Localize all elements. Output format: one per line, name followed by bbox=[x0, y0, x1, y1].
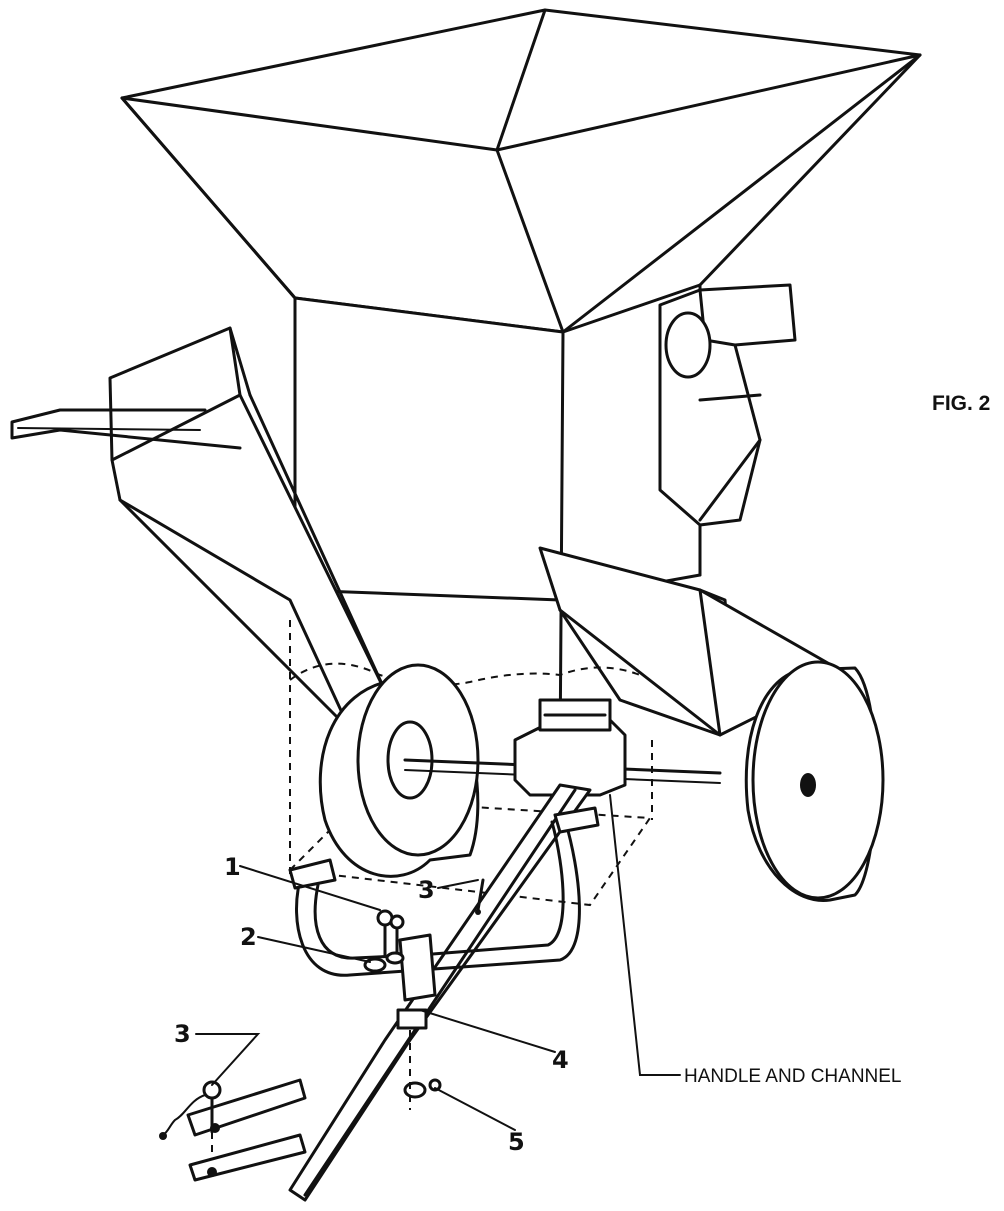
figure-label: FIG. 2 bbox=[932, 392, 990, 415]
callout-5: 5 bbox=[508, 1128, 525, 1156]
callout-2: 2 bbox=[240, 923, 257, 951]
hopper bbox=[120, 8, 922, 334]
engine bbox=[658, 283, 797, 627]
stand-frame bbox=[288, 806, 600, 1030]
callout-3-lower: 3 bbox=[174, 1020, 191, 1048]
callouts: 1 2 3 3 4 5 bbox=[174, 853, 569, 1156]
callout-4: 4 bbox=[552, 1046, 569, 1074]
channel-bracket bbox=[513, 698, 627, 797]
leader-lines bbox=[195, 794, 681, 1131]
callout-3-upper: 3 bbox=[418, 876, 435, 904]
callout-1: 1 bbox=[224, 853, 241, 881]
tow-bar bbox=[186, 783, 592, 1202]
left-chute bbox=[10, 326, 389, 732]
handle-and-channel-label: HANDLE AND CHANNEL bbox=[684, 1066, 902, 1087]
right-wheel bbox=[744, 660, 885, 902]
discharge-chute bbox=[538, 546, 842, 737]
